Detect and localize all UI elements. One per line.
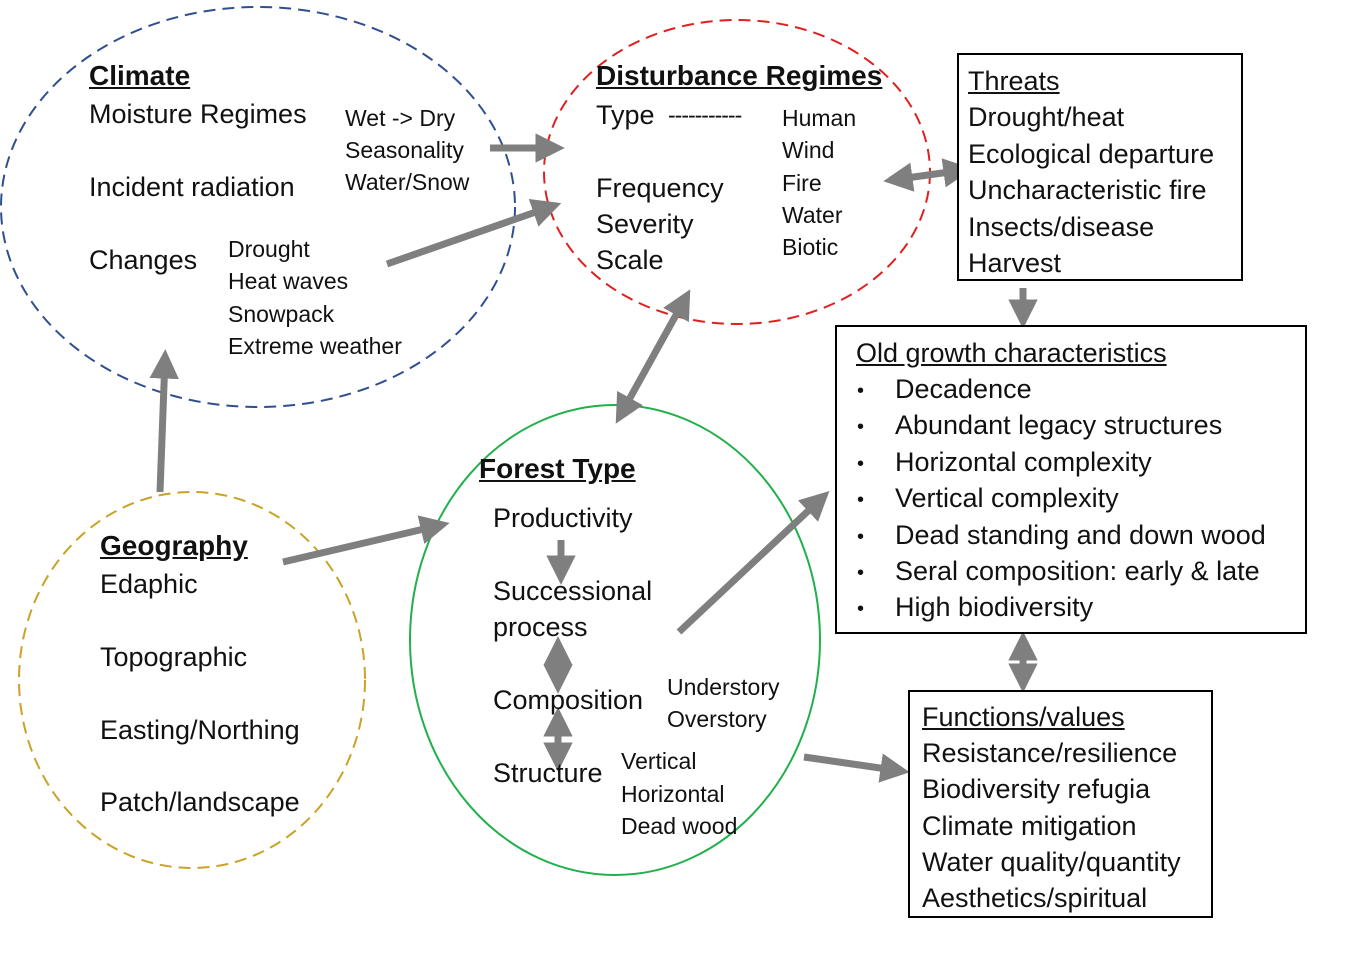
type-dashes: ----------- <box>668 102 742 128</box>
climate-moisture-regimes: Moisture Regimes <box>89 99 307 129</box>
bullet: • <box>857 489 865 511</box>
bullet: • <box>857 526 865 548</box>
forest-composition: Composition <box>493 685 644 715</box>
arrow-forest-to-oldgrowth <box>676 490 830 635</box>
disturbance-attr: Scale <box>596 245 664 275</box>
bullet: • <box>857 562 865 584</box>
old-growth-item: High biodiversity <box>895 592 1094 622</box>
arrow-disturbance-threats <box>883 158 973 192</box>
forest-type-title: Forest Type <box>479 453 636 484</box>
disturbance-type-item: Biotic <box>782 234 839 260</box>
forest-successional-process: process <box>493 612 588 642</box>
geography-item: Easting/Northing <box>100 715 300 745</box>
climate-incident-radiation: Incident radiation <box>89 172 295 202</box>
old-growth-item: Dead standing and down wood <box>895 520 1266 550</box>
arrow-disturbance-forest <box>615 289 691 424</box>
changes-sub-item: Heat waves <box>228 268 349 294</box>
threat-item: Harvest <box>968 248 1062 278</box>
geography-item: Patch/landscape <box>100 787 300 817</box>
geography-title: Geography <box>100 530 248 561</box>
disturbance-title: Disturbance Regimes <box>596 60 883 91</box>
threat-item: Insects/disease <box>968 212 1155 242</box>
function-item: Resistance/resilience <box>922 738 1178 768</box>
climate-oval <box>0 6 516 408</box>
old-growth-item: Vertical complexity <box>895 483 1119 513</box>
disturbance-type-item: Water <box>782 202 843 228</box>
geography-oval <box>18 491 366 869</box>
structure-sub-item: Horizontal <box>621 781 725 807</box>
old-growth-box <box>835 325 1307 634</box>
threat-item: Drought/heat <box>968 102 1125 132</box>
disturbance-type-item: Human <box>782 105 857 131</box>
arrow-forest-to-functions <box>803 753 910 783</box>
function-item: Climate mitigation <box>922 811 1137 841</box>
old-growth-item: Decadence <box>895 374 1032 404</box>
functions-title: Functions/values <box>922 702 1125 732</box>
disturbance-attr: Frequency <box>596 173 724 203</box>
function-item: Water quality/quantity <box>922 847 1181 877</box>
moisture-sub-item: Seasonality <box>345 137 464 163</box>
forest-successional: Successional <box>493 576 653 606</box>
arrow-geography-to-forest <box>282 515 450 566</box>
functions-box <box>908 690 1213 918</box>
bullet: • <box>857 416 865 438</box>
structure-sub-item: Dead wood <box>621 813 738 839</box>
climate-changes: Changes <box>89 245 198 275</box>
old-growth-item: Abundant legacy structures <box>895 410 1223 440</box>
disturbance-type-item: Fire <box>782 170 822 196</box>
old-growth-item: Seral composition: early & late <box>895 556 1260 586</box>
arrow-geography-to-climate <box>149 349 179 493</box>
bullet: • <box>857 598 865 620</box>
old-growth-title: Old growth characteristics <box>856 338 1167 368</box>
composition-sub-item: Understory <box>667 674 780 700</box>
moisture-sub-item: Water/Snow <box>345 169 470 195</box>
changes-sub-item: Drought <box>228 236 310 262</box>
moisture-sub-item: Wet -> Dry <box>345 105 456 131</box>
changes-sub-item: Snowpack <box>228 301 335 327</box>
threat-item: Ecological departure <box>968 139 1215 169</box>
bullet: • <box>857 453 865 475</box>
disturbance-attr: Severity <box>596 209 694 239</box>
geography-item: Topographic <box>100 642 248 672</box>
forest-structure: Structure <box>493 758 603 788</box>
disturbance-type: Type <box>596 100 655 130</box>
old-growth-item: Horizontal complexity <box>895 447 1152 477</box>
threats-box <box>957 53 1243 281</box>
function-item: Biodiversity refugia <box>922 774 1151 804</box>
threat-item: Uncharacteristic fire <box>968 175 1207 205</box>
disturbance-type-item: Wind <box>782 137 835 163</box>
changes-sub-item: Extreme weather <box>228 333 402 359</box>
climate-title: Climate <box>89 60 191 91</box>
forest-productivity: Productivity <box>493 503 633 533</box>
forest-type-oval <box>409 404 821 876</box>
arrow-changes-to-disturbance <box>385 198 562 268</box>
threats-title: Threats <box>968 66 1060 96</box>
function-item: Aesthetics/spiritual <box>922 883 1148 913</box>
bullet: • <box>857 380 865 402</box>
composition-sub-item: Overstory <box>667 706 767 732</box>
structure-sub-item: Vertical <box>621 748 697 774</box>
geography-item: Edaphic <box>100 569 198 599</box>
